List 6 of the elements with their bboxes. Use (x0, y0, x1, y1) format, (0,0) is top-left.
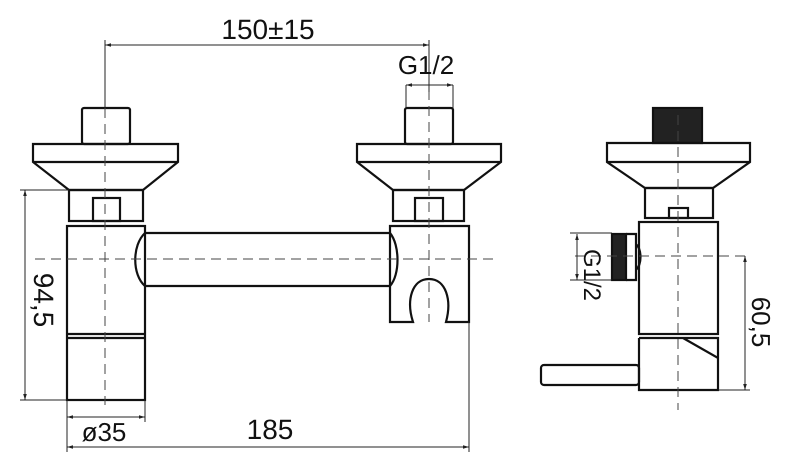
dimension-label: ø35 (82, 419, 126, 445)
dimension-label: G1/2 (579, 248, 603, 302)
dimension-label: 60,5 (748, 296, 774, 348)
dimension-label: 94,5 (29, 272, 57, 328)
dimension-label: 185 (246, 416, 294, 444)
dimension-label: 150±15 (221, 16, 315, 44)
